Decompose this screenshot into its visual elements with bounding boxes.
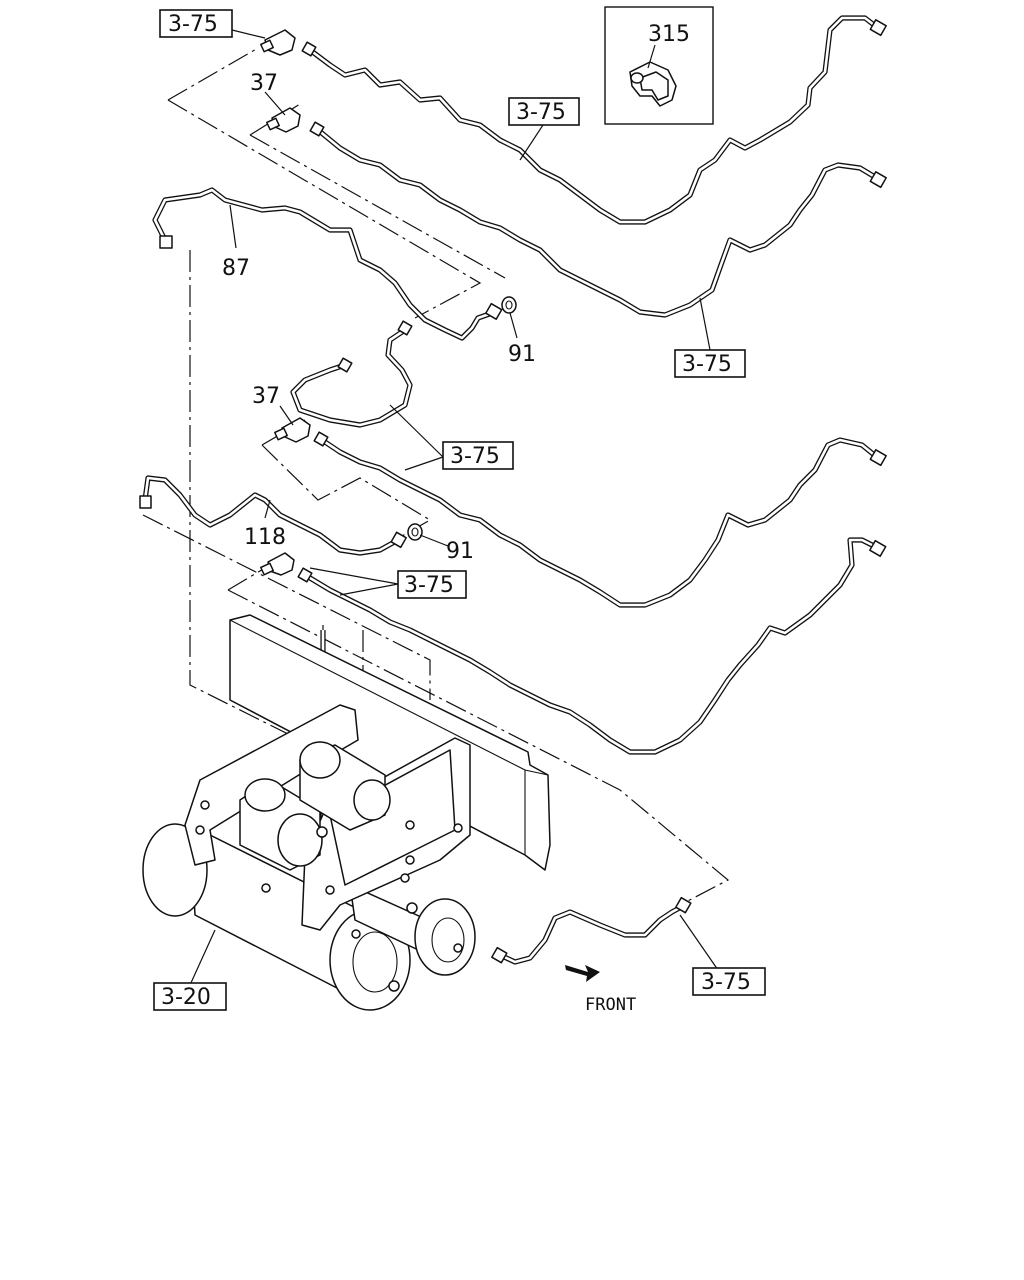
label-37: 37 xyxy=(252,384,280,409)
bolt-icon xyxy=(316,826,328,838)
bolt-icon xyxy=(400,873,410,883)
nut-icon xyxy=(390,531,407,549)
ref-label: 3-75 xyxy=(450,444,500,469)
bolt-icon xyxy=(406,902,418,914)
nut-icon xyxy=(869,449,887,467)
bolt-icon xyxy=(405,855,415,865)
nut-icon xyxy=(869,171,887,189)
nut-icon xyxy=(297,567,313,583)
bolt-icon xyxy=(325,885,335,895)
pipe-87 xyxy=(152,187,496,341)
tee-fittings xyxy=(260,29,311,576)
label-91: 91 xyxy=(446,539,474,564)
nut-icon xyxy=(491,946,508,964)
air-tank-bracket-assembly xyxy=(142,704,476,1011)
air-dryer-icon xyxy=(239,778,323,871)
ref-box-3-75: 3-75 xyxy=(397,570,467,599)
ref-label: 3-20 xyxy=(161,985,211,1010)
bolt-icon xyxy=(200,800,210,810)
nut-icon xyxy=(397,320,413,336)
label-91: 91 xyxy=(508,342,536,367)
nut-icon xyxy=(159,235,173,249)
ref-label: 3-75 xyxy=(168,12,218,37)
front-label: FRONT xyxy=(585,995,636,1015)
label-118: 118 xyxy=(244,525,286,550)
inset-clip-315: 315 xyxy=(604,6,714,125)
ref-box-3-20: 3-20 xyxy=(153,982,227,1011)
nut-icon xyxy=(675,896,692,914)
ref-box-3-75: 3-75 xyxy=(508,97,580,126)
pipe-second xyxy=(316,127,882,318)
front-arrow-icon xyxy=(565,965,600,982)
ref-label: 3-75 xyxy=(701,970,751,995)
nut-91-icon xyxy=(407,523,423,541)
ref-box-3-75: 3-75 xyxy=(692,967,766,996)
air-dryer-icon xyxy=(299,741,391,831)
label-37: 37 xyxy=(250,71,278,96)
nut-icon xyxy=(337,357,353,373)
clip-part-icon xyxy=(629,61,677,107)
ref-label: 3-75 xyxy=(516,100,566,125)
leader-lines xyxy=(189,29,719,986)
air-tank-icon xyxy=(349,884,476,976)
bolt-icon xyxy=(261,883,271,893)
ref-box-3-75: 3-75 xyxy=(159,9,233,38)
tee-fitting-icon xyxy=(260,29,296,56)
ref-box-3-75: 3-75 xyxy=(442,441,514,470)
nut-icon xyxy=(869,539,887,557)
tee-fitting-icon xyxy=(260,552,295,576)
bolt-icon xyxy=(453,823,463,833)
nut-icon xyxy=(301,41,317,57)
leader-315 xyxy=(647,44,656,69)
bolt-icon xyxy=(351,929,361,939)
label-315: 315 xyxy=(648,22,690,47)
pipe-bottom xyxy=(498,902,687,965)
air-pipes xyxy=(142,15,882,965)
nut-icon xyxy=(869,19,887,37)
ref-label: 3-75 xyxy=(404,573,454,598)
bolt-icon xyxy=(195,825,205,835)
ref-box-3-75: 3-75 xyxy=(674,349,746,378)
label-87: 87 xyxy=(222,256,250,281)
tee-fitting-37-icon xyxy=(266,107,301,133)
nut-icon xyxy=(313,431,329,447)
ref-label: 3-75 xyxy=(682,352,732,377)
nut-91-icon xyxy=(501,296,517,314)
pipe-end-nuts xyxy=(139,19,887,964)
tee-fitting-37-icon xyxy=(274,417,311,443)
nut-icon xyxy=(139,495,152,509)
nut-icon xyxy=(309,121,325,137)
nut-icon xyxy=(485,302,503,320)
bolt-icon xyxy=(405,820,415,830)
